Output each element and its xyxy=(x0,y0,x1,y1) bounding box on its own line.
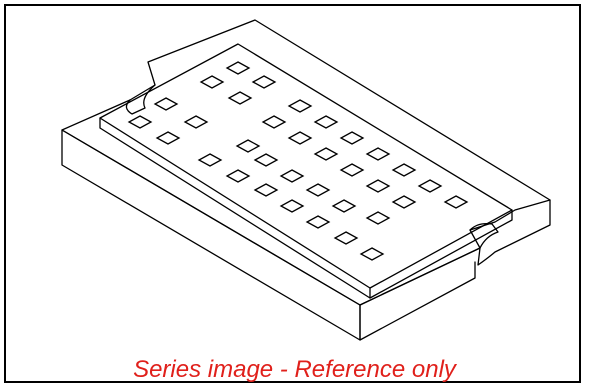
contact-pad xyxy=(261,115,287,129)
contact-pad xyxy=(331,199,357,213)
contact-pad xyxy=(391,195,417,209)
contact-pad xyxy=(333,231,359,245)
contact-pad xyxy=(279,169,305,183)
inner-platform xyxy=(99,43,513,289)
contact-pad xyxy=(305,183,331,197)
contact-pad xyxy=(339,163,365,177)
contact-pad xyxy=(235,139,261,153)
contact-pad xyxy=(365,211,391,225)
contact-pad xyxy=(199,75,225,89)
contact-pad xyxy=(287,99,313,113)
contact-pad xyxy=(197,153,223,167)
contact-pad xyxy=(365,147,391,161)
contact-pad xyxy=(153,97,179,111)
inner-platform-edge xyxy=(99,117,371,299)
contact-pad xyxy=(279,199,305,213)
contact-pad xyxy=(227,91,253,105)
contact-pad xyxy=(253,153,279,167)
contact-pad xyxy=(225,169,251,183)
contact-pad xyxy=(225,61,251,75)
contact-pad xyxy=(443,195,469,209)
contact-pad xyxy=(305,215,331,229)
contact-pad xyxy=(313,147,339,161)
contact-pad xyxy=(287,131,313,145)
contact-pad xyxy=(417,179,443,193)
contact-pad xyxy=(155,131,181,145)
contact-pad xyxy=(183,115,209,129)
contact-pad xyxy=(365,179,391,193)
reference-caption: Series image - Reference only xyxy=(133,356,456,383)
contact-pad xyxy=(339,131,365,145)
contact-pad xyxy=(253,183,279,197)
base-right-face xyxy=(359,199,551,341)
contact-pad xyxy=(359,247,385,261)
base-top-face xyxy=(61,19,551,306)
contact-pad xyxy=(251,75,277,89)
right-notch xyxy=(469,222,499,249)
contact-pad xyxy=(313,115,339,129)
contact-pad xyxy=(127,115,153,129)
contact-pad xyxy=(391,163,417,177)
contact-grid xyxy=(127,61,469,261)
